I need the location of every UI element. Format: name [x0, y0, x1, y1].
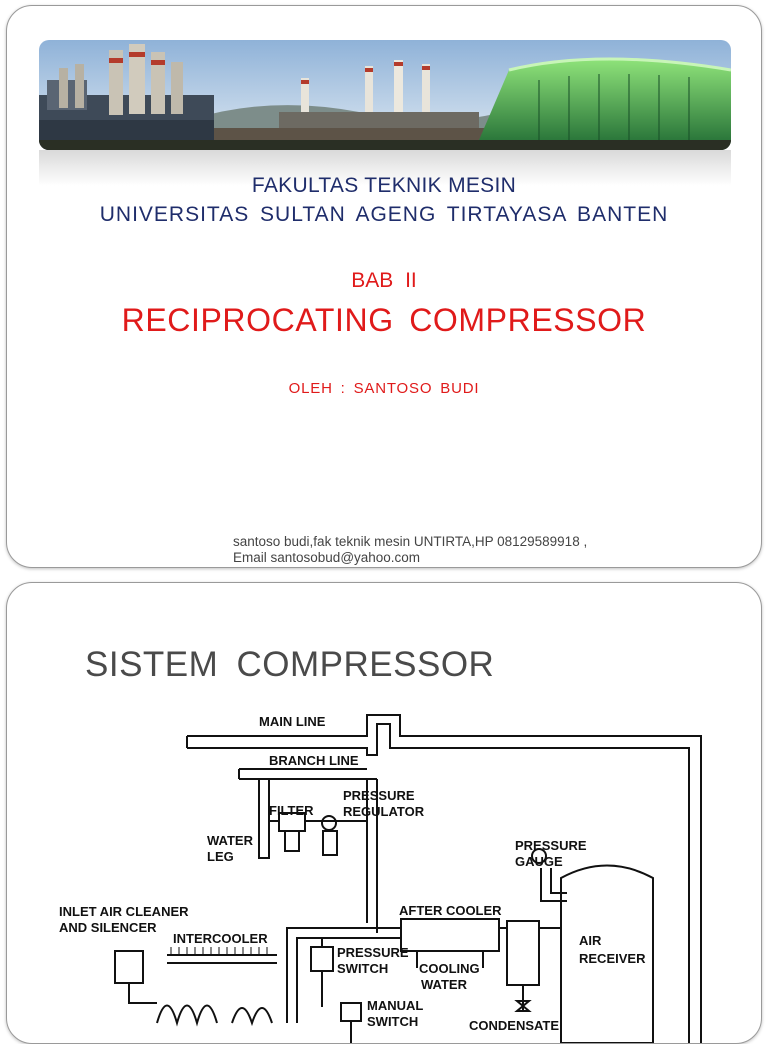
footer-line-2: Email santosobud@yahoo.com — [233, 550, 421, 565]
label-cooling-water-1: COOLING — [419, 961, 480, 976]
label-air-receiver-2: RECEIVER — [579, 951, 646, 966]
label-manual-switch-2: SWITCH — [367, 1014, 418, 1029]
slide-title: RECIPROCATING COMPRESSOR — [121, 302, 647, 338]
label-water-leg-2: LEG — [207, 849, 234, 864]
compressor-system-slide: SISTEM COMPRESSOR — [6, 582, 762, 1044]
label-inlet-air-cleaner-1: INLET AIR CLEANER — [59, 904, 189, 919]
label-pressure-switch-1: PRESSURE — [337, 945, 409, 960]
power-plant-banner-image — [39, 40, 731, 150]
label-air-receiver-1: AIR — [579, 933, 602, 948]
label-main-line: MAIN LINE — [259, 714, 326, 729]
university-name: UNIVERSITAS SULTAN AGENG TIRTAYASA BANTE… — [99, 203, 669, 226]
label-intercooler: INTERCOOLER — [173, 931, 268, 946]
label-cooling-water-2: WATER — [421, 977, 468, 992]
chapter-label: BAB II — [351, 269, 417, 292]
slide-title: SISTEM COMPRESSOR — [85, 645, 495, 684]
label-inlet-air-cleaner-2: AND SILENCER — [59, 920, 157, 935]
compressor-system-diagram: MAIN LINE BRANCH LINE FILTER PRESSURE RE… — [59, 714, 702, 1043]
label-after-cooler: AFTER COOLER — [399, 903, 502, 918]
label-water-leg-1: WATER — [207, 833, 254, 848]
label-pressure-switch-2: SWITCH — [337, 961, 388, 976]
label-pressure-gauge-2: GAUGE — [515, 854, 563, 869]
label-manual-switch-1: MANUAL — [367, 998, 423, 1013]
label-pressure-regulator-2: REGULATOR — [343, 804, 425, 819]
footer-contact: santoso budi,fak teknik mesin UNTIRTA,HP… — [233, 534, 587, 566]
author-line: OLEH : SANTOSO BUDI — [288, 380, 480, 397]
label-pressure-gauge-1: PRESSURE — [515, 838, 587, 853]
label-pressure-regulator-1: PRESSURE — [343, 788, 415, 803]
label-condensate: CONDENSATE — [469, 1018, 559, 1033]
banner-reflection — [39, 150, 731, 186]
footer-line-1: santoso budi,fak teknik mesin UNTIRTA,HP… — [233, 534, 588, 549]
faculty-name: FAKULTAS TEKNIK MESIN — [251, 174, 517, 197]
label-branch-line: BRANCH LINE — [269, 753, 359, 768]
title-slide: FAKULTAS TEKNIK MESIN UNIVERSITAS SULTAN… — [6, 5, 762, 568]
label-filter: FILTER — [269, 803, 314, 818]
